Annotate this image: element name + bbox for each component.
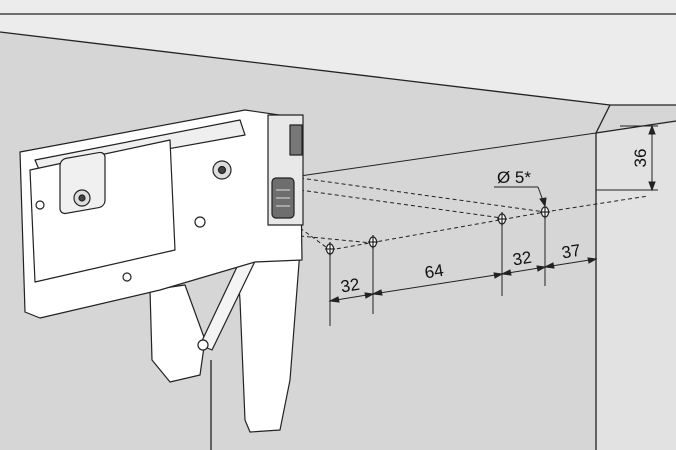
hole-diameter-label: Ø 5*: [497, 168, 531, 187]
dimension-label-spacing-middle: 64: [423, 261, 445, 283]
drill-hole: [497, 212, 507, 226]
cabinet-top-panel: [0, 0, 676, 105]
lift-mechanism: [19, 109, 304, 433]
drill-hole: [540, 205, 550, 219]
dimension-label-edge-offset: 37: [560, 241, 582, 263]
drill-hole: [368, 235, 378, 249]
extension-lines: [329, 125, 658, 326]
drill-holes: [325, 205, 550, 256]
dimension-label-top-offset: 36: [631, 149, 650, 168]
cabinet-side-panel: [596, 123, 676, 450]
lift-arm: [149, 284, 206, 383]
dimension-lines: [328, 124, 656, 303]
drill-hole: [325, 242, 335, 256]
dimension-label-spacing-left: 32: [339, 275, 361, 297]
cabinet-top-edge: [0, 31, 611, 106]
dimension-label-spacing-right: 32: [511, 248, 533, 270]
projection-lines: [299, 177, 649, 251]
